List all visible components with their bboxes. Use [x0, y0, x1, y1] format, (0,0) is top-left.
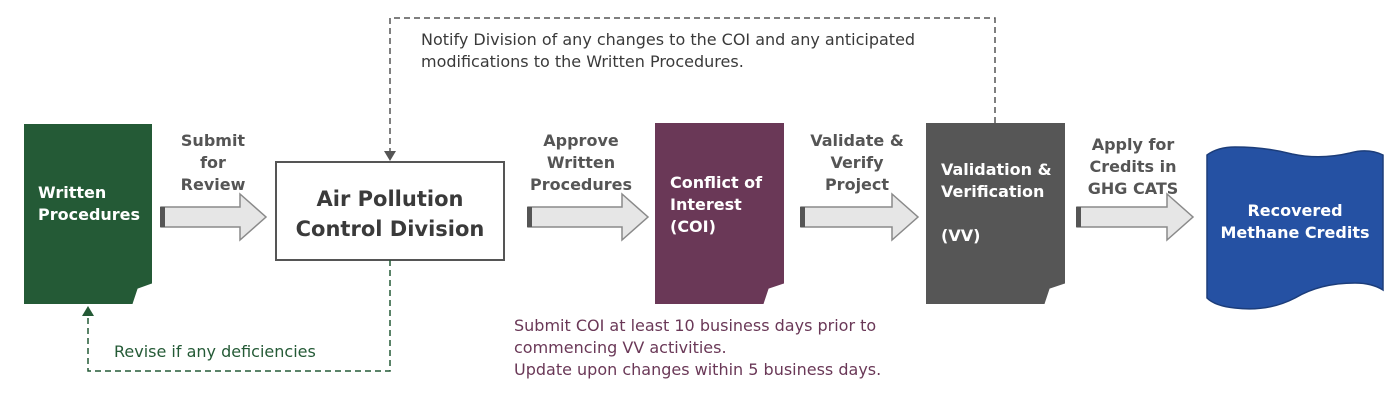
submit-arrow: [160, 192, 268, 242]
coi-label: Conflict of Interest (COI): [670, 173, 763, 236]
apcd-node: [275, 161, 505, 261]
notify-connector: [384, 17, 996, 161]
written-procedures-node: [24, 124, 152, 304]
vv-fold: [1044, 283, 1066, 305]
vv-node: [926, 123, 1065, 304]
coi-fold: [763, 283, 785, 305]
validate-label: Validate & Verify Project: [810, 131, 904, 194]
validate-arrow: [800, 192, 920, 242]
credits-node: [1206, 146, 1384, 310]
revise-connector: [82, 260, 391, 372]
approve-label: Approve Written Procedures: [529, 131, 633, 194]
credits-label: Recovered Methane Credits: [1220, 201, 1370, 242]
apply-arrow: [1076, 192, 1195, 242]
written-procedures-label: Written Procedures: [38, 183, 141, 224]
submit-label: Submit for Review: [180, 131, 246, 194]
coi-node: [655, 123, 784, 304]
apcd-label: Air Pollution Control Division: [295, 187, 485, 241]
approve-arrow: [527, 192, 650, 242]
notify-note: Notify Division of any changes to the CO…: [421, 30, 916, 71]
apply-label: Apply for Credits in GHG CATS: [1087, 135, 1179, 198]
revise-note: Revise if any deficiencies: [114, 342, 316, 361]
vv-label: Validation & Verification (VV): [941, 160, 1052, 245]
written-procedures-fold: [132, 283, 153, 305]
coi-timing-note: Submit COI at least 10 business days pri…: [514, 316, 882, 379]
